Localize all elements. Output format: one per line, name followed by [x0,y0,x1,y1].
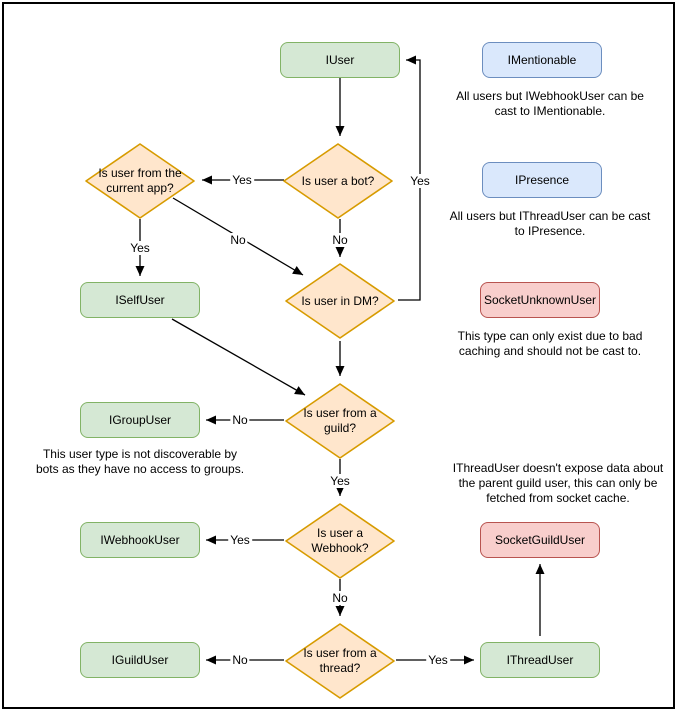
diamond-shape [285,503,395,579]
edge-label-dm-yes: Yes [408,174,432,188]
note-ithreaduser: IThreadUser doesn't expose data about th… [452,461,664,505]
node-socketunknownuser: SocketUnknownUser [480,282,600,318]
decision-is-bot: Is user a bot? [280,141,396,221]
node-iwebhookuser-label: IWebhookUser [100,533,180,547]
edge-label-guild-no: No [230,413,250,427]
edge-label-bot-no: No [330,233,350,247]
decision-current-app-label: Is user from the current app? [98,166,182,195]
diamond-shape [285,383,395,459]
node-iselfuser-label: ISelfUser [115,293,165,307]
note-imentionable: All users but IWebhookUser can be cast t… [456,89,644,118]
node-iselfuser: ISelfUser [80,282,200,318]
node-iwebhookuser: IWebhookUser [80,522,200,558]
node-socketunknownuser-label: SocketUnknownUser [483,293,597,307]
node-iguilduser: IGuildUser [80,642,200,678]
node-ithreaduser-label: IThreadUser [506,653,574,667]
edge-label-thread-yes: Yes [426,653,450,667]
decision-is-bot-label: Is user a bot? [301,173,375,188]
edge-label-guild-yes: Yes [328,474,352,488]
node-igroupuser-label: IGroupUser [108,413,172,427]
node-imentionable: IMentionable [482,42,602,78]
decision-from-guild: Is user from a guild? [282,381,398,461]
note-ipresence: All users but IThreadUser can be cast to… [449,209,651,238]
diamond-shape [283,143,393,219]
node-igroupuser: IGroupUser [80,402,200,438]
decision-from-thread: Is user from a thread? [282,621,398,701]
diamond-shape [285,263,395,339]
decision-in-dm: Is user in DM? [282,261,398,341]
note-igroupuser: This user type is not discoverable by bo… [35,447,245,476]
decision-current-app: Is user from the current app? [82,141,198,221]
diamond-shape [85,143,195,219]
edge-iselfuser-to-fromguild [171,318,306,396]
edge-label-bot-yes: Yes [230,173,254,187]
decision-is-webhook: Is user a Webhook? [282,501,398,581]
edge-label-webhook-no: No [330,591,350,605]
edge-label-thread-no: No [230,653,250,667]
node-ipresence: IPresence [482,162,602,198]
node-socketguilduser: SocketGuildUser [480,522,600,558]
edge-label-webhook-yes: Yes [228,533,252,547]
node-socketguilduser-label: SocketGuildUser [494,533,586,547]
decision-from-guild-label: Is user from a guild? [303,406,377,435]
edge-label-app-yes: Yes [128,241,152,255]
node-iuser: IUser [280,42,400,78]
node-iguilduser-label: IGuildUser [111,653,169,667]
node-imentionable-label: IMentionable [507,53,577,67]
decision-in-dm-label: Is user in DM? [301,293,379,308]
node-ipresence-label: IPresence [514,173,570,187]
decision-is-webhook-label: Is user a Webhook? [311,526,369,555]
note-socketunknownuser: This type can only exist due to bad cach… [457,329,643,358]
diamond-shape [285,623,395,699]
node-ithreaduser: IThreadUser [480,642,600,678]
diagram-border [2,2,675,709]
node-iuser-label: IUser [325,53,355,67]
decision-from-thread-label: Is user from a thread? [303,646,377,675]
edge-label-app-no: No [228,233,248,247]
